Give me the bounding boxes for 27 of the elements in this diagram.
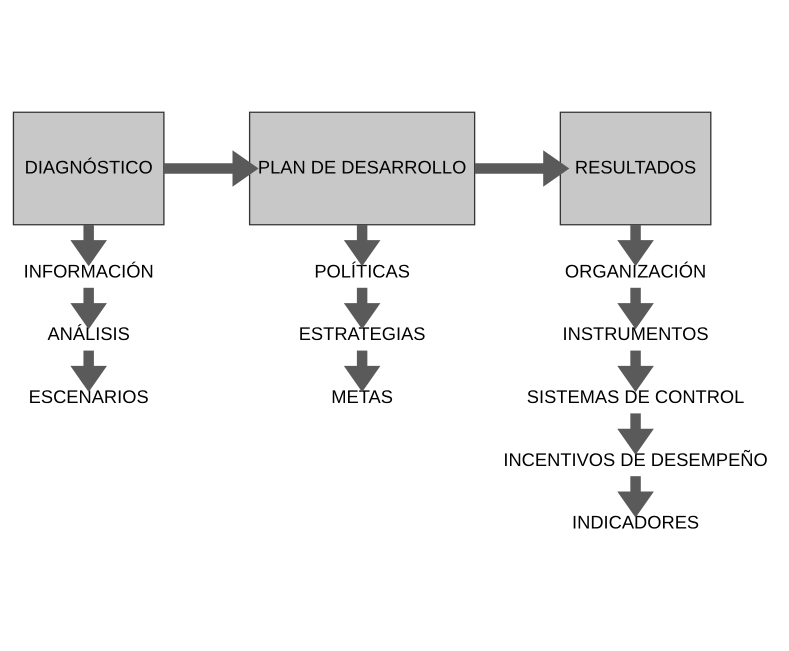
arrow — [344, 350, 380, 392]
node-box: PLAN DE DESARROLLO — [248, 112, 476, 226]
arrow — [70, 288, 107, 330]
arrow — [344, 288, 380, 330]
node-text: ORGANIZACIÓN — [564, 260, 706, 282]
arrow — [164, 150, 259, 187]
node-text: INFORMACIÓN — [24, 260, 154, 282]
node-box: DIAGNÓSTICO — [12, 112, 165, 226]
arrow — [617, 476, 654, 518]
node-text: ESTRATEGIAS — [298, 323, 426, 344]
arrow — [617, 413, 654, 455]
arrow — [617, 350, 654, 392]
arrow — [617, 288, 654, 330]
node-text: INDICADORES — [572, 512, 700, 533]
node-text: INCENTIVOS DE DESEMPEÑO — [503, 448, 768, 470]
arrow — [344, 225, 380, 266]
arrow — [70, 225, 107, 266]
node-text: METAS — [331, 386, 393, 407]
node-text: ANÁLISIS — [47, 323, 130, 344]
node-text: INSTRUMENTOS — [562, 323, 709, 344]
node-text: SISTEMAS DE CONTROL — [526, 386, 744, 407]
node-text: POLÍTICAS — [314, 260, 410, 282]
arrow — [474, 150, 570, 187]
node-box: RESULTADOS — [560, 112, 712, 226]
arrow — [617, 225, 654, 266]
node-text: ESCENARIOS — [28, 386, 149, 407]
arrow — [70, 350, 107, 392]
